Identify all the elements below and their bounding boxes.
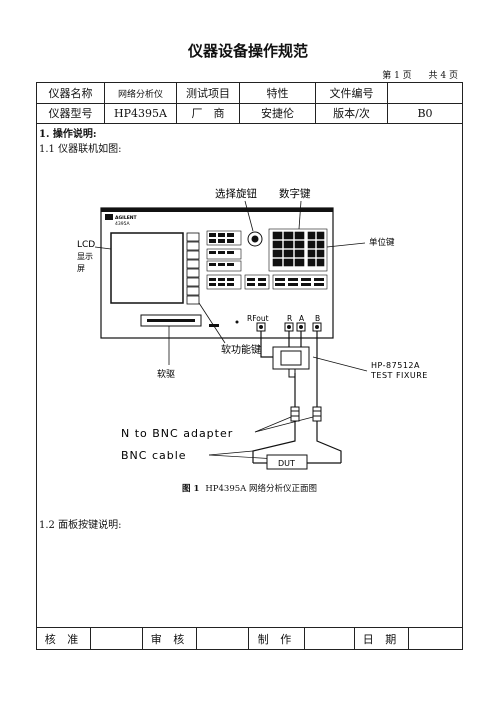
fixture-name-label: TEST FIXURE <box>370 371 428 380</box>
header-cell: 仪器型号 <box>37 103 105 123</box>
lcd-screen <box>110 232 184 304</box>
header-cell: 安捷伦 <box>240 103 316 123</box>
unit-keys-label: 单位键 <box>369 237 395 248</box>
cable-label: BNC cable <box>121 449 187 462</box>
fixture-model-label: HP-87512A <box>371 361 420 370</box>
page-number: 第 1 页 <box>382 71 412 81</box>
approve-field[interactable] <box>91 628 143 650</box>
figure-number: 图 1 <box>182 484 200 494</box>
port-label-rfout: RFout <box>247 314 269 323</box>
header-cell: 版本/次 <box>316 103 388 123</box>
function-keys <box>209 233 324 286</box>
subsection-1-1: 1.1 仪器联机如图: <box>39 144 122 155</box>
numeric-keys-label: 数字键 <box>279 187 311 200</box>
header-cell: B0 <box>417 106 433 120</box>
content-area: 1. 操作说明: 1.1 仪器联机如图: AGILENT 4395A <box>37 123 462 623</box>
screen-label-1: 显示 <box>77 252 93 261</box>
approve-label: 核 准 <box>37 628 91 650</box>
signature-row: 核 准 审 核 制 作 日 期 <box>37 627 462 650</box>
author-label: 制 作 <box>249 628 305 650</box>
port-label-b: B <box>315 314 320 323</box>
numeric-keypad <box>268 228 328 272</box>
header-cell: 测试项目 <box>177 83 240 103</box>
header-row-1: 仪器名称 网络分析仪 测试项目 特性 文件编号 <box>37 83 462 104</box>
review-label: 审 核 <box>143 628 197 650</box>
port-label-r: R <box>287 314 292 323</box>
connection-diagram: AGILENT 4395A <box>77 187 428 470</box>
author-field[interactable] <box>305 628 355 650</box>
document-title: 仪器设备操作规范 <box>187 42 308 60</box>
dut-box <box>266 454 308 470</box>
review-field[interactable] <box>197 628 249 650</box>
screen-label-2: 屏 <box>77 264 85 273</box>
dut-label: DUT <box>278 459 295 468</box>
header-cell: 网络分析仪 <box>105 83 177 103</box>
header-cell <box>388 83 462 103</box>
header-cell: 仪器名称 <box>37 83 105 103</box>
subsection-1-2: 1.2 面板按键说明: <box>39 520 122 531</box>
cable-pointers <box>208 450 278 460</box>
header-cell: 厂 商 <box>177 103 240 123</box>
section-title: 1. 操作说明: <box>39 129 97 140</box>
header-row-2: 仪器型号 HP4395A 厂 商 安捷伦 版本/次 B0 <box>37 103 462 124</box>
adapter-label: N to BNC adapter <box>121 427 233 440</box>
lcd-label: LCD <box>77 240 95 250</box>
date-label: 日 期 <box>355 628 409 650</box>
port-label-a: A <box>299 314 305 323</box>
figure-caption: 图 1 HP4395A 网络分析仪正面图 <box>37 482 462 494</box>
header-cell: HP4395A <box>105 103 177 123</box>
page-info: 第 1 页 共 4 页 <box>368 68 458 81</box>
header-cell: 特性 <box>240 83 316 103</box>
floppy-label: 软驱 <box>157 368 175 380</box>
brand-label: AGILENT <box>115 215 138 221</box>
knob-label: 选择旋钮 <box>215 187 257 200</box>
page-total: 共 4 页 <box>428 71 458 81</box>
hp-logo-icon <box>105 214 113 220</box>
spec-form: 仪器名称 网络分析仪 测试项目 特性 文件编号 仪器型号 HP4395A 厂 商… <box>36 82 463 650</box>
date-field[interactable] <box>409 628 462 650</box>
softkey-column <box>186 232 200 305</box>
bnc-cables <box>252 421 342 464</box>
model-label: 4395A <box>115 221 130 227</box>
softkeys-label: 软功能键 <box>221 343 261 356</box>
test-fixture <box>272 346 310 378</box>
header-cell: 文件编号 <box>316 83 388 103</box>
figure-caption-text: HP4395A 网络分析仪正面图 <box>205 484 317 494</box>
adapter-pointers <box>254 416 314 433</box>
